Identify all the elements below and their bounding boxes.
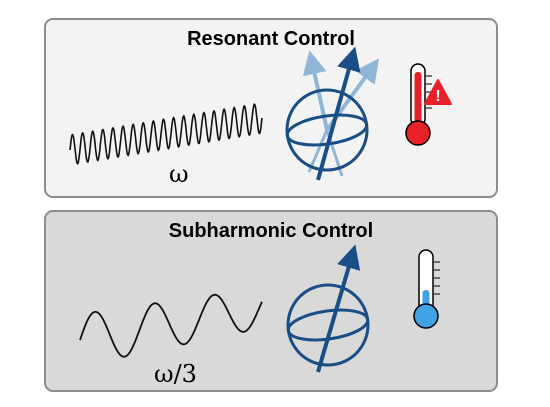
bloch-sphere-icon (286, 244, 370, 373)
bloch-sphere-icon (285, 46, 380, 181)
thermometer-hot-icon (405, 63, 432, 146)
resonant-frequency-label: ω (169, 160, 189, 188)
subharmonic-drive-wave (79, 293, 263, 358)
warning-mark: ! (435, 88, 440, 105)
resonant-drive-wave (69, 103, 263, 165)
resonant-control-title: Resonant Control (187, 28, 355, 50)
warning-triangle-icon: ! (424, 79, 452, 105)
subharmonic-control-title: Subharmonic Control (168, 220, 374, 242)
subharmonic-frequency-label: ω/3 (154, 360, 197, 388)
thermometer-cold-icon (413, 249, 440, 329)
